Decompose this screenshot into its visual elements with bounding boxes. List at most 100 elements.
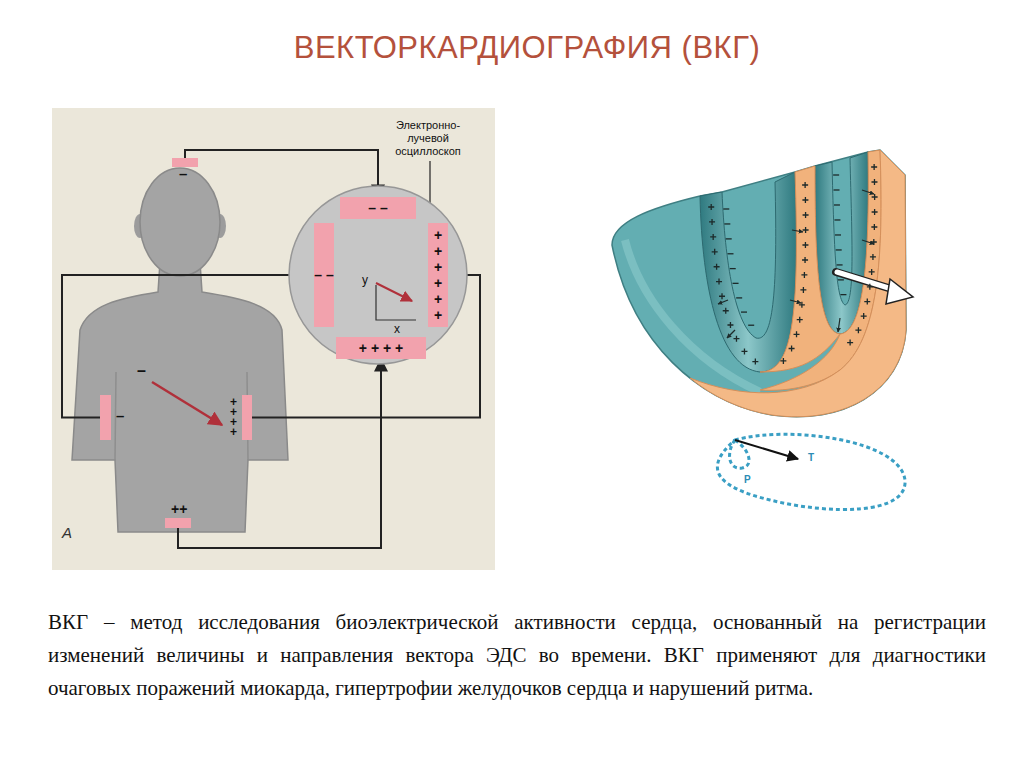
charge-minus <box>730 268 736 269</box>
charge-plus <box>871 239 877 245</box>
deflection-plate: + + + + + + <box>428 223 448 327</box>
charge-minus <box>726 238 732 239</box>
polarity-sign: + + + + <box>229 397 238 437</box>
charge-plus <box>709 219 715 225</box>
charge-plus <box>861 313 867 319</box>
sign-guide <box>836 170 845 298</box>
sign-guide <box>846 162 875 346</box>
charge-minus <box>834 204 840 205</box>
axis-label: x <box>394 322 400 336</box>
small-arrow <box>792 230 803 232</box>
wave-label: P <box>744 474 751 485</box>
small-arrow <box>790 300 801 303</box>
charge-plus <box>871 164 877 170</box>
polarity-sign: – <box>137 362 146 380</box>
torso <box>72 262 288 532</box>
charge-plus <box>752 359 758 365</box>
beam-trace <box>376 283 412 301</box>
charge-minus <box>837 264 843 265</box>
charge-plus <box>802 242 808 248</box>
small-arrow <box>862 190 874 194</box>
vector-loop <box>717 434 905 509</box>
charge-plus <box>847 340 853 346</box>
qrs-loop <box>717 434 905 509</box>
charge-minus <box>838 279 844 280</box>
screen-axes <box>376 285 416 320</box>
charge-minus <box>834 219 840 220</box>
charge-plus <box>789 346 795 352</box>
charge-minus <box>724 223 730 224</box>
charge-plus <box>855 327 861 333</box>
charge-plus <box>716 279 722 285</box>
polarity-sign: – <box>116 408 124 424</box>
charge-minus <box>834 189 840 190</box>
septum-band <box>760 166 840 372</box>
charge-plus <box>871 179 877 185</box>
charge-plus <box>803 212 809 218</box>
t-vector <box>735 440 798 459</box>
plate-sign: + + + + + + <box>428 227 448 323</box>
charge-plus <box>870 254 876 260</box>
charge-minus <box>833 174 839 175</box>
deflection-plate: + + + + <box>336 337 426 359</box>
charge-minus <box>835 234 841 235</box>
charge-plus <box>712 249 718 255</box>
oscilloscope-screen: Электронно-лучевой осциллоскопyx– –– –+ … <box>288 185 468 365</box>
charge-minus <box>727 253 733 254</box>
arm-outline <box>115 372 248 460</box>
charge-minus <box>840 294 846 295</box>
heart-section <box>612 150 913 417</box>
plate-sign: + + + + <box>336 340 426 356</box>
charge-plus <box>741 348 747 354</box>
mean-vector <box>837 272 895 290</box>
charge-plus <box>872 194 878 200</box>
slide-title: ВЕКТОРКАРДИОГРАФИЯ (ВКГ) <box>0 30 1024 66</box>
charge-plus <box>723 308 729 314</box>
cut-face <box>690 150 906 417</box>
sign-guide <box>726 204 756 330</box>
charge-plus <box>780 358 786 364</box>
charge-plus <box>714 264 720 270</box>
deflection-plate: – – <box>340 197 416 219</box>
charge-minus <box>733 283 739 284</box>
heart-vector <box>152 382 222 425</box>
charge-minus <box>836 249 842 250</box>
charge-plus <box>799 302 805 308</box>
charge-minus <box>748 325 754 326</box>
wave-label: T <box>808 452 814 463</box>
ventricle-wall <box>612 150 906 417</box>
caption-text: ВКГ – метод исследования биоэлектрическо… <box>48 606 986 705</box>
figure-panel <box>52 108 495 570</box>
charge-plus <box>719 293 725 299</box>
signal-wire <box>178 359 381 548</box>
charge-plus <box>803 227 809 233</box>
sign-guide <box>711 202 756 362</box>
polarity-sign: – <box>179 166 187 182</box>
charge-minus <box>736 297 742 298</box>
electrode-pad: – <box>100 395 111 440</box>
electrode-pad: ++ <box>165 518 191 528</box>
electrode-pad: – <box>172 158 198 167</box>
panel-letter: A <box>62 524 72 541</box>
charge-plus <box>802 257 808 263</box>
charge-plus <box>801 272 807 278</box>
mean-vector-outline <box>836 272 895 290</box>
charge-plus <box>800 287 806 293</box>
mean-vector-head <box>886 279 913 304</box>
small-arrow <box>718 300 728 304</box>
deflection-plate: – – <box>314 223 334 327</box>
sign-guide <box>776 180 806 366</box>
charge-plus <box>869 269 875 275</box>
charge-plus <box>802 182 808 188</box>
head <box>140 168 220 276</box>
left-ventricle-cavity <box>700 172 796 372</box>
charge-plus <box>794 331 800 337</box>
plate-sign: – – <box>340 200 416 216</box>
charge-plus <box>710 234 716 240</box>
charge-plus <box>872 209 878 215</box>
electrode-pad: + + + + <box>242 395 252 440</box>
charge-minus <box>723 208 729 209</box>
charge-plus <box>797 317 803 323</box>
charge-plus <box>708 204 714 210</box>
